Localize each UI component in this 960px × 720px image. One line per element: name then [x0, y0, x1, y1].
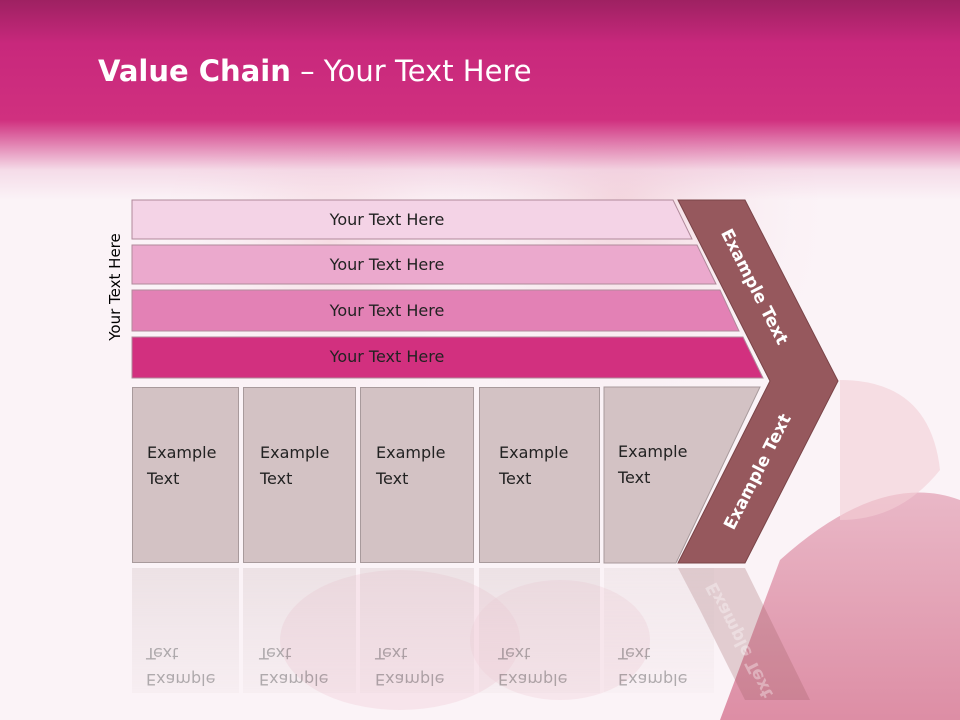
chevron-reflection	[678, 568, 810, 700]
cell-2-line2: Text	[260, 469, 293, 488]
bar-4-label: Your Text Here	[329, 347, 445, 366]
cell-5-slant	[603, 386, 761, 564]
title-bold: Value Chain	[98, 54, 291, 88]
bar-1-shape	[131, 199, 693, 240]
bar-2: Your Text Here	[132, 245, 692, 284]
bar-2-label: Your Text Here	[329, 255, 445, 274]
bar-1: Your Text Here	[132, 200, 692, 239]
title-rest: – Your Text Here	[290, 54, 532, 88]
page-title: Value Chain – Your Text Here	[98, 54, 532, 88]
bar-4-shape	[131, 336, 764, 379]
bar-3-shape	[131, 289, 740, 332]
cell-5-line2: Text	[618, 468, 651, 487]
cell-1-line1: Example	[147, 443, 217, 462]
cell-3-line2: Text	[376, 469, 409, 488]
cell-5-line1: Example	[618, 442, 688, 461]
bar-3-label: Your Text Here	[329, 301, 445, 320]
cell-4-line2: Text	[499, 469, 532, 488]
bar-4: Your Text Here	[132, 337, 692, 376]
bar-3: Your Text Here	[132, 291, 692, 330]
cell-4-line1: Example	[499, 443, 569, 462]
cell-2-line1: Example	[260, 443, 330, 462]
cell-1-line2: Text	[147, 469, 180, 488]
bar-2-shape	[131, 244, 717, 285]
cell-3-line1: Example	[376, 443, 446, 462]
chevron-shape	[677, 199, 839, 564]
header-band	[0, 0, 960, 200]
bar-1-label: Your Text Here	[329, 210, 445, 229]
